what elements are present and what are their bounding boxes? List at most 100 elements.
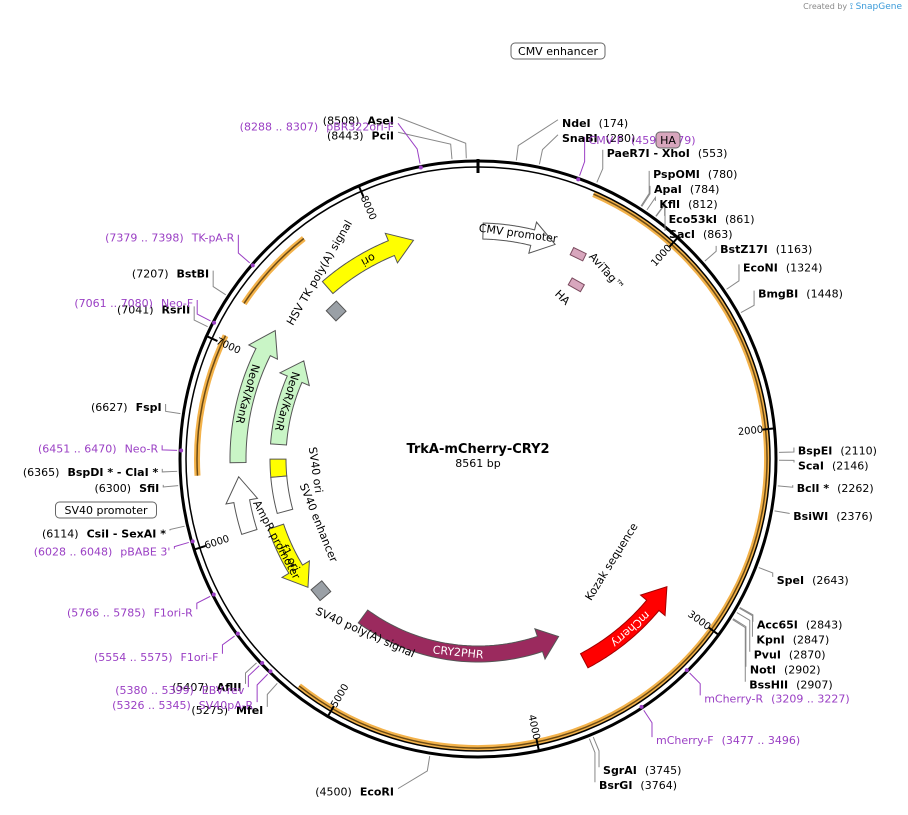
enzyme-label-kpni: KpnI(2847) xyxy=(756,634,829,647)
leader-lines xyxy=(161,116,795,790)
site-part-b: SfiI xyxy=(139,482,159,495)
site-part-a: mCherry-R xyxy=(704,692,763,705)
feature-ori-0 xyxy=(321,232,415,295)
site-part-b: pBABE 3' xyxy=(120,546,170,559)
highlight-core-1 xyxy=(243,237,305,304)
snapgene-logo-icon: ⟟ xyxy=(849,2,854,12)
sv40-promoter-box-text: SV40 promoter xyxy=(64,504,148,517)
site-part-b: TK-pA-R xyxy=(191,232,235,245)
site-part-a: (6028 .. 6048) xyxy=(34,546,113,559)
tick-4000 xyxy=(535,738,540,751)
site-part-a: BclI * xyxy=(797,482,830,495)
site-part-b: (1163) xyxy=(776,243,813,256)
enzyme-leader-bmgbi xyxy=(740,290,755,314)
primer-site-tk-pa-r xyxy=(250,263,255,268)
enzyme-leader-bstz17i xyxy=(704,245,717,262)
primer-leader-tk-pa-r xyxy=(237,234,251,264)
sv40-ori-label: SV40 ori xyxy=(306,446,325,494)
enzyme-leader-bspei xyxy=(778,447,795,453)
site-part-b: (861) xyxy=(725,213,755,226)
site-part-a: (6451 .. 6470) xyxy=(38,442,117,455)
tag-mark-0 xyxy=(569,246,587,262)
primer-leader-cmv-f xyxy=(579,136,586,176)
site-part-a: (6300) xyxy=(94,482,131,495)
site-part-a: BstZ17I xyxy=(720,243,768,256)
enzyme-label-acc65i: Acc65I(2843) xyxy=(757,619,843,632)
highlight-arcs xyxy=(194,191,770,751)
enzyme-label-bspei: BspEI(2110) xyxy=(798,444,877,457)
enzyme-leader-pcii xyxy=(397,131,453,160)
primer-site-neo-f xyxy=(212,320,217,325)
feature-label-neor-kanr-6: NeoR/KanR xyxy=(233,363,262,426)
primer-site-f1ori-f xyxy=(235,631,240,636)
enzyme-leader-snabi xyxy=(538,134,559,165)
site-part-a: ApaI xyxy=(654,183,682,196)
site-part-b: (2643) xyxy=(812,574,849,587)
tick-label-2000: 2000 xyxy=(737,425,763,439)
site-part-b: (2902) xyxy=(784,664,821,677)
enzyme-label-pvui: PvuI(2870) xyxy=(754,649,826,662)
primer-leader-f1ori-r xyxy=(196,595,211,610)
site-part-b: (174) xyxy=(599,117,629,130)
primer-label-f1ori-f: (5554 .. 5575)F1ori-F xyxy=(94,651,219,664)
enzyme-label-apai: ApaI(784) xyxy=(654,183,720,196)
enzyme-leader-sfii xyxy=(162,484,179,488)
enzyme-leader-rsrii xyxy=(193,306,208,328)
site-part-a: (5275) xyxy=(191,704,228,717)
site-part-a: KpnI xyxy=(756,634,784,647)
site-part-a: (5407) xyxy=(172,681,209,694)
site-part-b: Neo-R xyxy=(125,442,159,455)
enzyme-label-bstbi: (7207)BstBI xyxy=(132,268,209,281)
ha-box xyxy=(655,131,681,149)
primer-leader-mcherry-f xyxy=(643,709,653,738)
primer-leader-ebv-rev xyxy=(247,665,260,688)
enzyme-leader-kpni xyxy=(739,607,753,637)
feature-sv40-ori-8 xyxy=(269,458,288,478)
primer-leader-mcherry-r xyxy=(689,672,701,696)
cmv-enhancer-box-text: CMV enhancer xyxy=(518,45,598,58)
enzyme-leader-fspi xyxy=(165,404,181,415)
tick-7000 xyxy=(206,335,218,342)
enzyme-label-sfii: (6300) SfiI xyxy=(94,482,159,495)
site-part-a: (5380 .. 5399) xyxy=(115,684,194,697)
polya-signal-box-1 xyxy=(310,580,332,602)
sv40-enhancer-label: SV40 enhancer xyxy=(297,482,341,565)
enzyme-label-aflii: (5407)AflII xyxy=(172,681,241,694)
site-part-a: PvuI xyxy=(754,649,781,662)
site-part-a: SgrAI xyxy=(603,764,637,777)
enzyme-leader-bspdi-clai xyxy=(161,468,178,473)
enzyme-leader-ecori xyxy=(397,756,431,790)
site-part-b: (2146) xyxy=(832,459,869,472)
primer-site-neo-r xyxy=(179,448,184,453)
enzyme-label-saci: SacI(863) xyxy=(669,228,733,241)
enzyme-label-csii-sexai: (6114)CsiI - SexAI * xyxy=(42,527,166,540)
site-part-a: mCherry-F xyxy=(656,734,714,747)
site-part-b: (280) xyxy=(606,132,636,145)
site-part-b: (3209 .. 3227) xyxy=(771,692,850,705)
site-part-a: KflI xyxy=(659,198,680,211)
site-part-a: (8288 .. 8307) xyxy=(240,120,319,133)
enzyme-label-mfei: (5275)MfeI xyxy=(191,704,263,717)
feature-mcherry-2 xyxy=(579,585,668,669)
primer-label-pbabe-3: (6028 .. 6048) pBABE 3' xyxy=(34,546,171,559)
credit-brand: SnapGene xyxy=(855,2,902,12)
enzyme-leader-noti xyxy=(732,618,747,667)
site-part-a: (8508) xyxy=(323,114,360,127)
primer-label-mcherry-f: mCherry-F(3477 .. 3496) xyxy=(656,734,800,747)
site-part-a: BssHII xyxy=(749,679,788,692)
tag-mark-1 xyxy=(567,277,586,293)
site-part-b: pBR322ori-F xyxy=(326,120,394,133)
site-part-b: FspI xyxy=(136,401,162,414)
primer-leader-sv40pa-r xyxy=(256,673,268,703)
site-part-a: CMV-F xyxy=(589,134,623,147)
tick-3000 xyxy=(708,626,720,636)
highlight-arc-1 xyxy=(241,236,306,306)
highlight-arc-0 xyxy=(297,191,770,751)
primer-label-neo-r: (6451 .. 6470) Neo-R xyxy=(38,442,158,455)
site-part-b: CsiI - SexAI * xyxy=(87,527,167,540)
primer-label-ebv-rev: (5380 .. 5399)EBV-rev xyxy=(115,684,245,697)
site-part-b: (553) xyxy=(698,147,728,160)
site-part-b: RsrII xyxy=(162,303,191,316)
site-part-a: Eco53kI xyxy=(669,213,717,226)
